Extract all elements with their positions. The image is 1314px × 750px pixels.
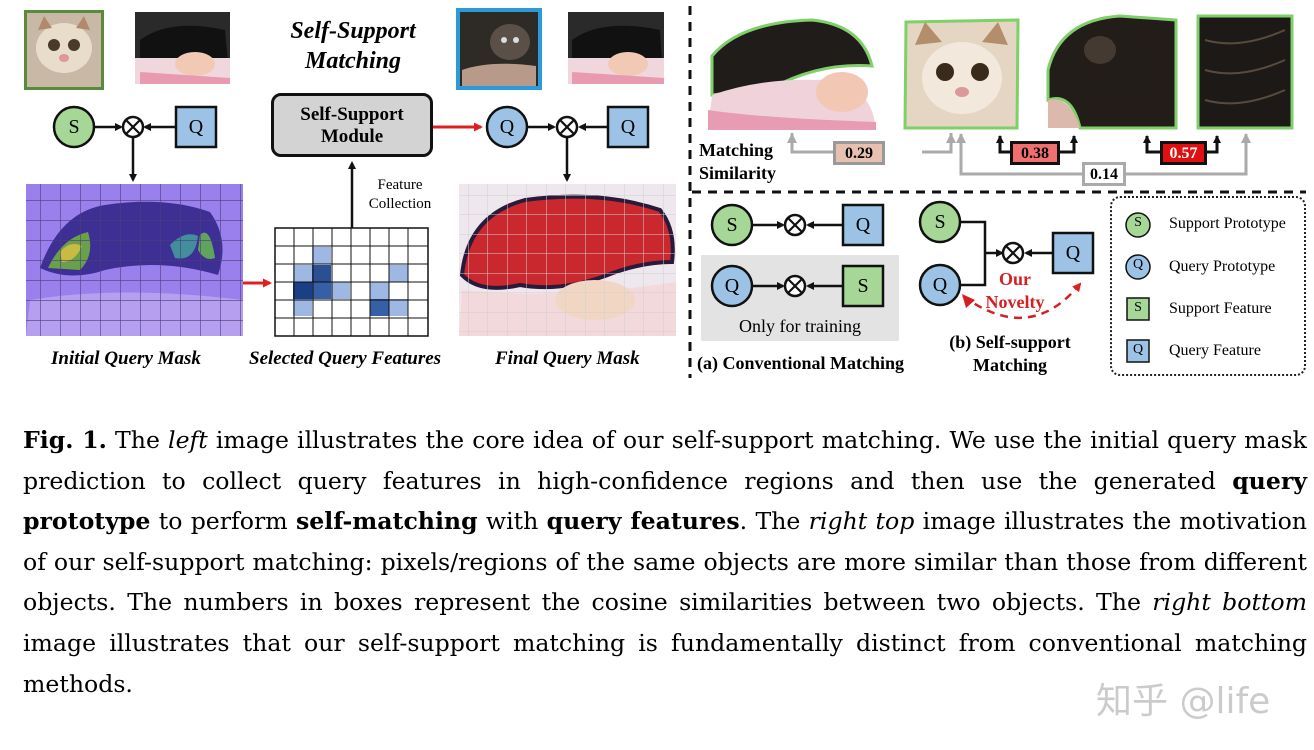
caption-left: left	[168, 426, 208, 454]
conv-node-s: S	[726, 214, 738, 236]
segment-cat-face-image	[900, 13, 1020, 131]
legend-query-feature-icon	[1126, 339, 1150, 363]
caption-text-7: image illustrates that our self-support …	[23, 628, 1307, 698]
novelty-line1: Our	[998, 269, 1031, 289]
caption-self-matching: self-matching	[295, 507, 478, 536]
module-line1: Self-Support	[300, 104, 404, 125]
node-q-feat-final: Q	[620, 116, 636, 138]
matching-operator-final	[555, 115, 579, 139]
ms-line2: Similarity	[699, 163, 776, 183]
b-line1: (b) Self-support	[949, 332, 1071, 352]
conv-matching-operator-2	[783, 274, 807, 298]
legend-query-feature-text: Query Feature	[1169, 342, 1261, 359]
matching-similarity-label: Matching Similarity	[699, 139, 776, 185]
legend-support-feature-icon	[1126, 297, 1150, 321]
legend-support-prototype-text: Support Prototype	[1169, 215, 1286, 232]
our-novelty-label: Our Novelty	[980, 268, 1050, 314]
node-q-proto-final: Q	[499, 116, 515, 138]
conv-node-s2: S	[857, 275, 869, 297]
caption-text-1: The	[106, 426, 169, 454]
figure-graphics	[24, 6, 1306, 378]
segment-cat-fur-image	[1196, 13, 1294, 131]
ss-node-q: Q	[932, 274, 948, 296]
watermark: 知乎 @life	[1096, 681, 1271, 722]
caption-right-top: right top	[808, 507, 915, 536]
query-image-small-2	[568, 12, 664, 84]
ss-query-feature-node	[1051, 231, 1095, 275]
matching-operator-left	[121, 115, 145, 139]
b-line2: Matching	[973, 355, 1047, 375]
legend-support-prototype-icon	[1125, 212, 1151, 238]
initial-query-mask-label: Initial Query Mask	[51, 348, 201, 369]
similarity-connectors	[787, 133, 1251, 176]
support-cat-image	[24, 10, 104, 90]
caption-text-5: . The	[739, 507, 809, 536]
conv-support-feature-node	[841, 264, 885, 308]
figure-caption: Fig. 1. The left image illustrates the c…	[23, 420, 1307, 704]
caption-right-bottom: right bottom	[1152, 588, 1308, 617]
similarity-box-2: 0.38	[1010, 141, 1060, 165]
selected-query-features-label: Selected Query Features	[249, 348, 442, 369]
fc-line1: Feature	[377, 177, 423, 193]
caption-fig-label: Fig. 1.	[23, 426, 107, 454]
module-line2: Module	[320, 126, 384, 147]
feature-collection-label: Feature Collection	[355, 176, 445, 214]
legend-query-prototype-icon	[1125, 254, 1151, 280]
caption-text-4: with	[477, 507, 547, 536]
caption-text-6: image illustrates the motivation of our …	[23, 507, 1307, 617]
segment-cat-crop-image	[1043, 13, 1178, 131]
title-line2: Matching	[304, 48, 402, 74]
novelty-arrow	[962, 282, 1082, 320]
final-query-mask-label: Final Query Mask	[495, 348, 640, 369]
legend-symbol-1: S	[1134, 215, 1142, 230]
self-support-matching-title: Self-Support Matching	[268, 16, 438, 76]
title-line1: Self-Support	[290, 18, 416, 44]
ms-line1: Matching	[699, 140, 773, 160]
caption-text-3: to perform	[150, 507, 296, 536]
ss-matching-operator	[1001, 241, 1025, 265]
final-query-mask-image	[459, 184, 676, 336]
selected-query-features-grid	[274, 227, 429, 337]
initial-query-mask-image	[26, 184, 243, 336]
fc-line2: Collection	[368, 196, 432, 212]
node-q-left: Q	[188, 116, 204, 138]
similarity-box-3: 0.14	[1082, 162, 1126, 186]
legend-symbol-4: Q	[1132, 342, 1144, 357]
conv-node-q: Q	[855, 214, 871, 236]
legend-query-prototype-text: Query Prototype	[1169, 258, 1276, 275]
query-feature-node-final	[606, 105, 650, 149]
conv-matching-operator-1	[783, 213, 807, 237]
caption-query-features: query features	[546, 507, 740, 536]
novelty-line2: Novelty	[985, 292, 1045, 312]
self-support-matching-label: (b) Self-support Matching	[930, 331, 1090, 377]
similarity-box-1: 0.29	[833, 141, 885, 165]
self-support-module-box: Self-Support Module	[271, 93, 433, 157]
cat-query-crop-image	[456, 8, 542, 90]
figure: S Q Q Q S Q Q S S Q Q Self-Support Match…	[24, 6, 1306, 378]
caption-text-2: image illustrates the core idea of our s…	[23, 426, 1307, 495]
conventional-matching-label: (a) Conventional Matching	[697, 353, 904, 373]
node-s-left: S	[68, 116, 80, 138]
legend-support-feature-text: Support Feature	[1169, 300, 1272, 317]
only-for-training-label: Only for training	[739, 316, 861, 336]
query-feature-node-left	[174, 105, 218, 149]
similarity-box-4: 0.57	[1160, 141, 1207, 165]
legend-box	[1110, 196, 1306, 376]
segment-sleeping-cat-image	[707, 13, 877, 131]
query-image-small	[135, 12, 230, 84]
legend-symbol-2: Q	[1132, 257, 1144, 272]
ss-node-s: S	[934, 211, 946, 233]
legend-symbol-3: S	[1134, 300, 1142, 315]
ss-node-q-feat: Q	[1065, 242, 1081, 264]
conv-node-q2: Q	[724, 275, 740, 297]
caption-query-prototype: query prototype	[23, 466, 1307, 536]
